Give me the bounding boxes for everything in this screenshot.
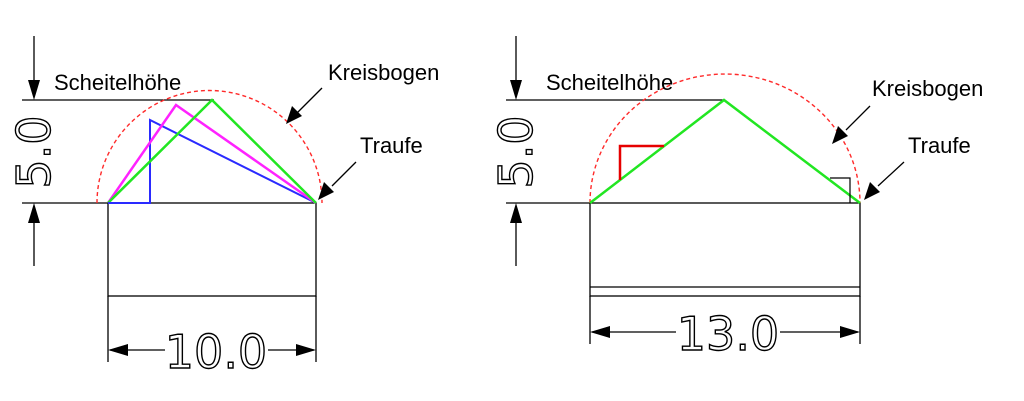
right-label-kreisbogen: Kreisbogen [872,76,983,101]
left-circle-arc [96,89,323,204]
left-traufe-leader [331,161,357,187]
left-roof-magenta [106,103,317,205]
left-traufe-arrowhead [318,182,334,200]
right-width-arrow-right [840,326,860,338]
right-eave-angle-marker [830,177,851,203]
left-width-arrow-left [108,344,128,356]
right-building-body [589,202,861,297]
left-height-arrow-top [28,80,40,100]
left-width-arrow-right [296,344,316,356]
right-roof-green [589,98,861,204]
right-width-arrow-left [590,326,610,338]
right-traufe-arrowhead [864,182,880,200]
right-height-dimension: 5.0 [489,115,543,188]
left-kreisbogen-leader [295,87,323,115]
left-label-kreisbogen: Kreisbogen [328,60,439,85]
left-roof-blue [108,118,317,204]
left-building-body [107,202,317,297]
right-traufe-leader [877,161,905,187]
left-label-traufe: Traufe [360,133,423,158]
right-kreisbogen-arrowhead [832,126,848,144]
left-kreisbogen-arrowhead [286,106,302,124]
right-drawing: 13.0 5.0 Scheitelhöhe Kreisbogen Traufe [488,36,983,362]
left-height-arrow-bottom [28,203,40,223]
right-red-angle-marker [618,144,664,180]
left-roof-green [107,98,317,204]
right-width-dimension: 13.0 [677,307,779,361]
left-drawing: 10.0 5.0 Scheitelhöhe Kreisbogen Traufe [6,36,439,380]
left-width-dimension: 10.0 [165,325,267,379]
right-circle-arc [589,73,861,204]
right-label-traufe: Traufe [908,133,971,158]
left-height-dimension: 5.0 [7,115,61,188]
left-label-scheitelhoehe: Scheitelhöhe [54,70,181,95]
right-height-arrow-bottom [510,203,522,223]
right-kreisbogen-leader [845,105,871,131]
right-label-scheitelhoehe: Scheitelhöhe [546,70,673,95]
right-height-arrow-top [510,80,522,100]
